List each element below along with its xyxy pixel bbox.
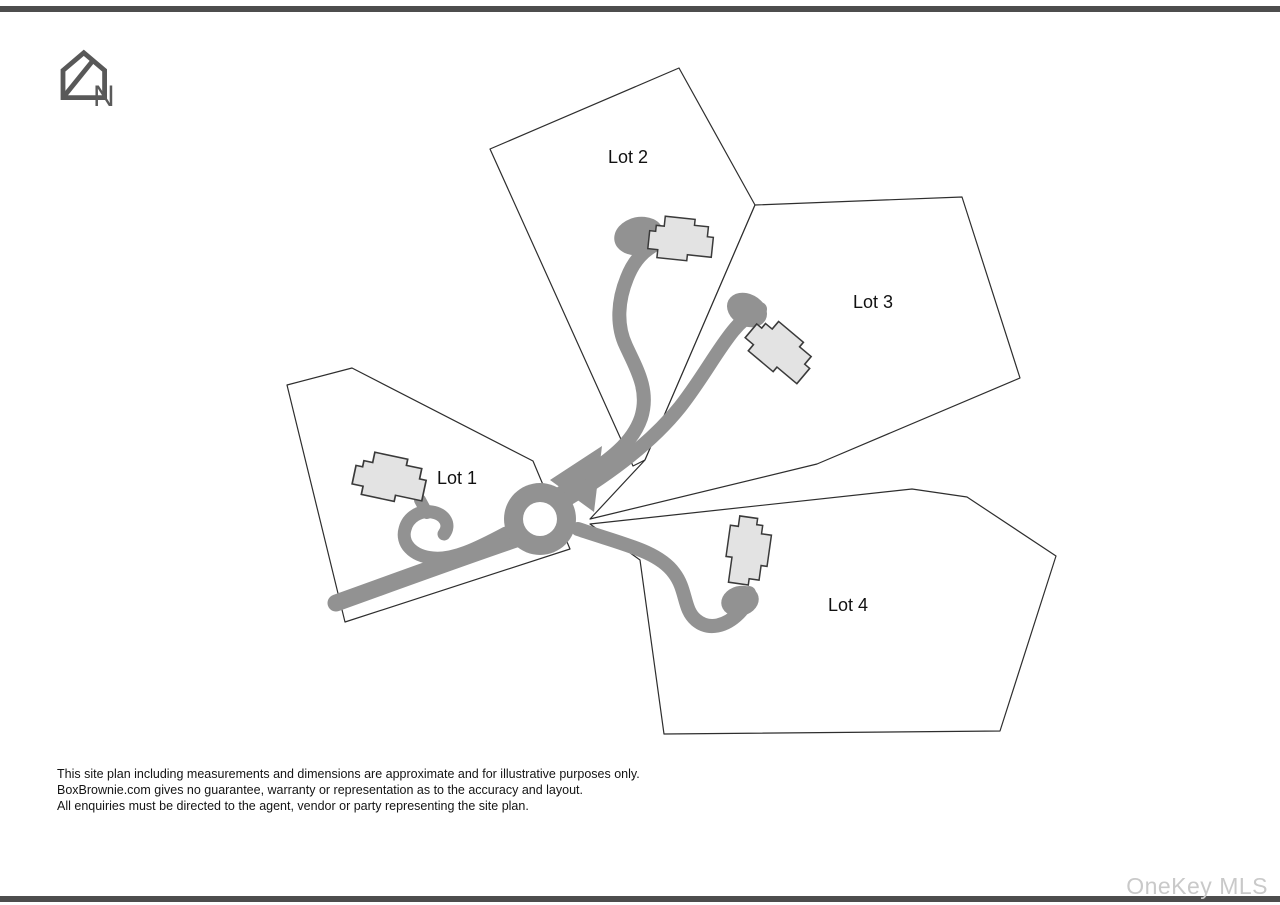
lot-4-boundary [589,488,1057,735]
page-bottom-edge-bar [0,896,1280,902]
lot-2-label: Lot 2 [608,147,648,167]
watermark-onekey-mls: OneKey MLS [1126,873,1268,899]
lot-4-label: Lot 4 [828,595,868,615]
disclaimer-line-2: BoxBrownie.com gives no guarantee, warra… [57,783,583,797]
driveway-lot-1-loop [397,505,513,565]
disclaimer-line-1: This site plan including measurements an… [57,767,640,781]
north-label: N [93,80,115,113]
main-road [327,530,525,612]
driveway-pad-lot-4 [721,585,759,617]
page-top-edge-bar [0,6,1280,12]
north-house-icon [60,49,107,100]
driveway-pad-lot-3 [726,292,768,328]
driveway-lot-1-stub [414,494,433,519]
lot-1-label: Lot 1 [437,468,477,488]
disclaimer: This site plan including measurements an… [57,766,640,814]
north-indicator: N [55,46,175,118]
lot-3-label: Lot 3 [853,292,893,312]
driveway-lot-2 [553,236,665,501]
disclaimer-line-3: All enquiries must be directed to the ag… [57,799,529,813]
roundabout-center-island [523,502,557,536]
